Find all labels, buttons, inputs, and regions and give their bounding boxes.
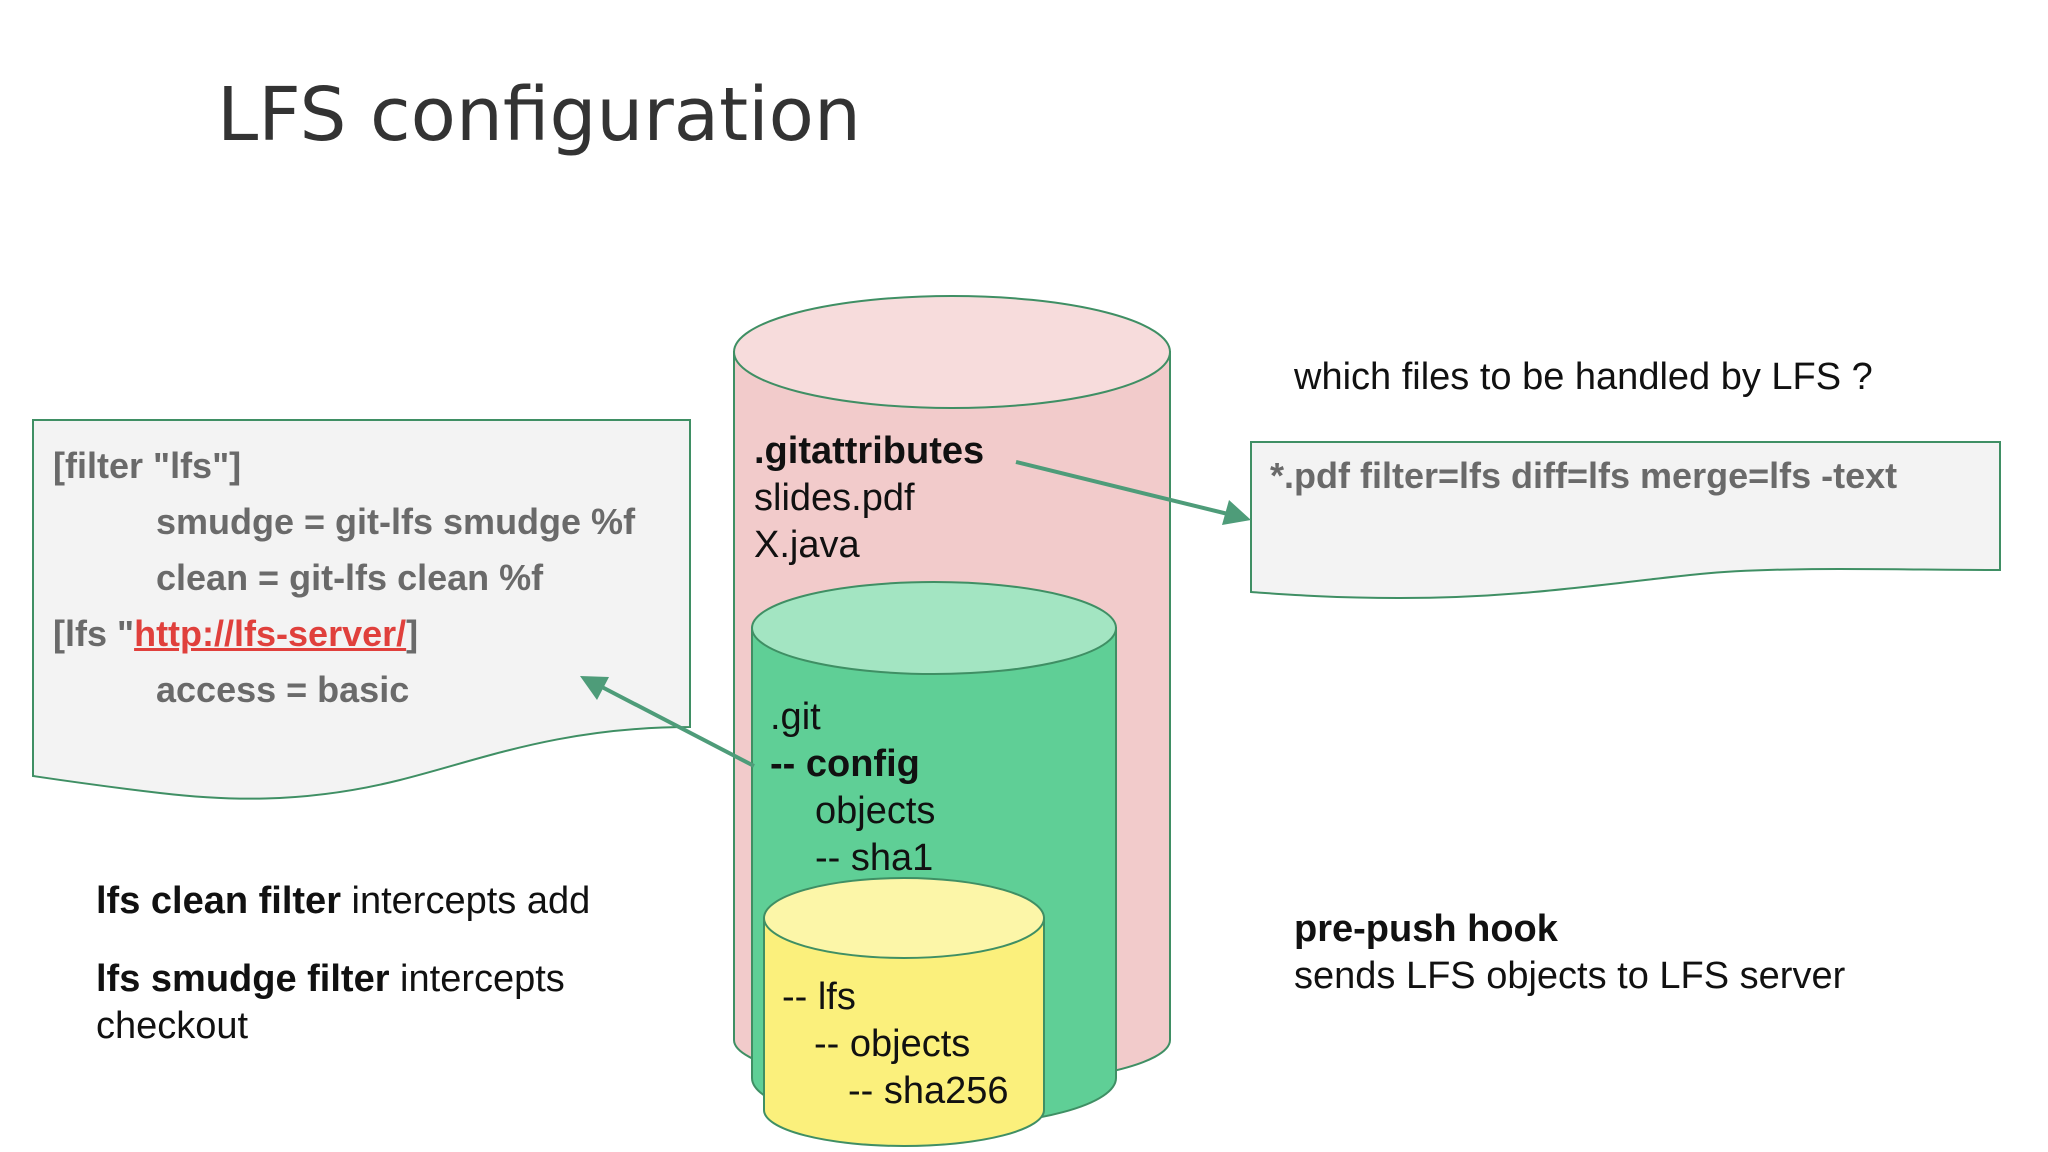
config-document-text: [filter "lfs"] smudge = git-lfs smudge %… bbox=[53, 438, 635, 718]
lfs-server-link[interactable]: http://lfs-server/ bbox=[134, 613, 407, 654]
arrow-config-to-document bbox=[580, 676, 755, 768]
git-sha1-item: -- sha1 bbox=[815, 837, 934, 879]
file-slides-pdf: slides.pdf bbox=[754, 477, 915, 519]
pre-push-hook-note: pre-push hook sends LFS objects to LFS s… bbox=[1294, 908, 1846, 997]
file-x-java: X.java bbox=[754, 524, 860, 566]
working-tree-files: .gitattributes slides.pdf X.java bbox=[754, 428, 984, 569]
lfs-dir-item: -- lfs bbox=[782, 976, 856, 1018]
file-gitattributes: .gitattributes bbox=[754, 430, 985, 472]
arrow-gitattributes-to-document bbox=[1015, 460, 1251, 525]
page-title: LFS configuration bbox=[217, 72, 861, 158]
smudge-filter-note: lfs smudge filter intercepts checkout bbox=[96, 958, 565, 1047]
lfs-objects-item: -- objects bbox=[814, 1023, 971, 1065]
git-dir-label: .git bbox=[770, 696, 821, 738]
config-line-smudge: smudge = git-lfs smudge %f bbox=[156, 501, 636, 542]
lfs-question-label: which files to be handled by LFS ? bbox=[1294, 356, 1873, 398]
lfs-directory-tree: -- lfs -- objects -- sha256 bbox=[782, 974, 1009, 1115]
config-line-lfs-url: [lfs "http://lfs-server/] bbox=[53, 613, 419, 654]
git-directory-tree: .git -- config objects -- sha1 bbox=[770, 694, 935, 882]
lfs-directory-cylinder bbox=[763, 877, 1045, 1147]
attributes-document-shape bbox=[1250, 441, 2001, 600]
git-config-item: -- config bbox=[770, 743, 920, 785]
clean-filter-note: lfs clean filter intercepts add bbox=[96, 880, 591, 922]
config-line-filter: [filter "lfs"] bbox=[53, 445, 242, 486]
git-objects-item: objects bbox=[815, 790, 936, 832]
lfs-sha256-item: -- sha256 bbox=[848, 1070, 1009, 1112]
config-document-shape bbox=[32, 419, 691, 800]
config-line-clean: clean = git-lfs clean %f bbox=[156, 557, 544, 598]
attributes-document-text: *.pdf filter=lfs diff=lfs merge=lfs -tex… bbox=[1270, 455, 1898, 496]
config-line-access: access = basic bbox=[156, 669, 410, 710]
